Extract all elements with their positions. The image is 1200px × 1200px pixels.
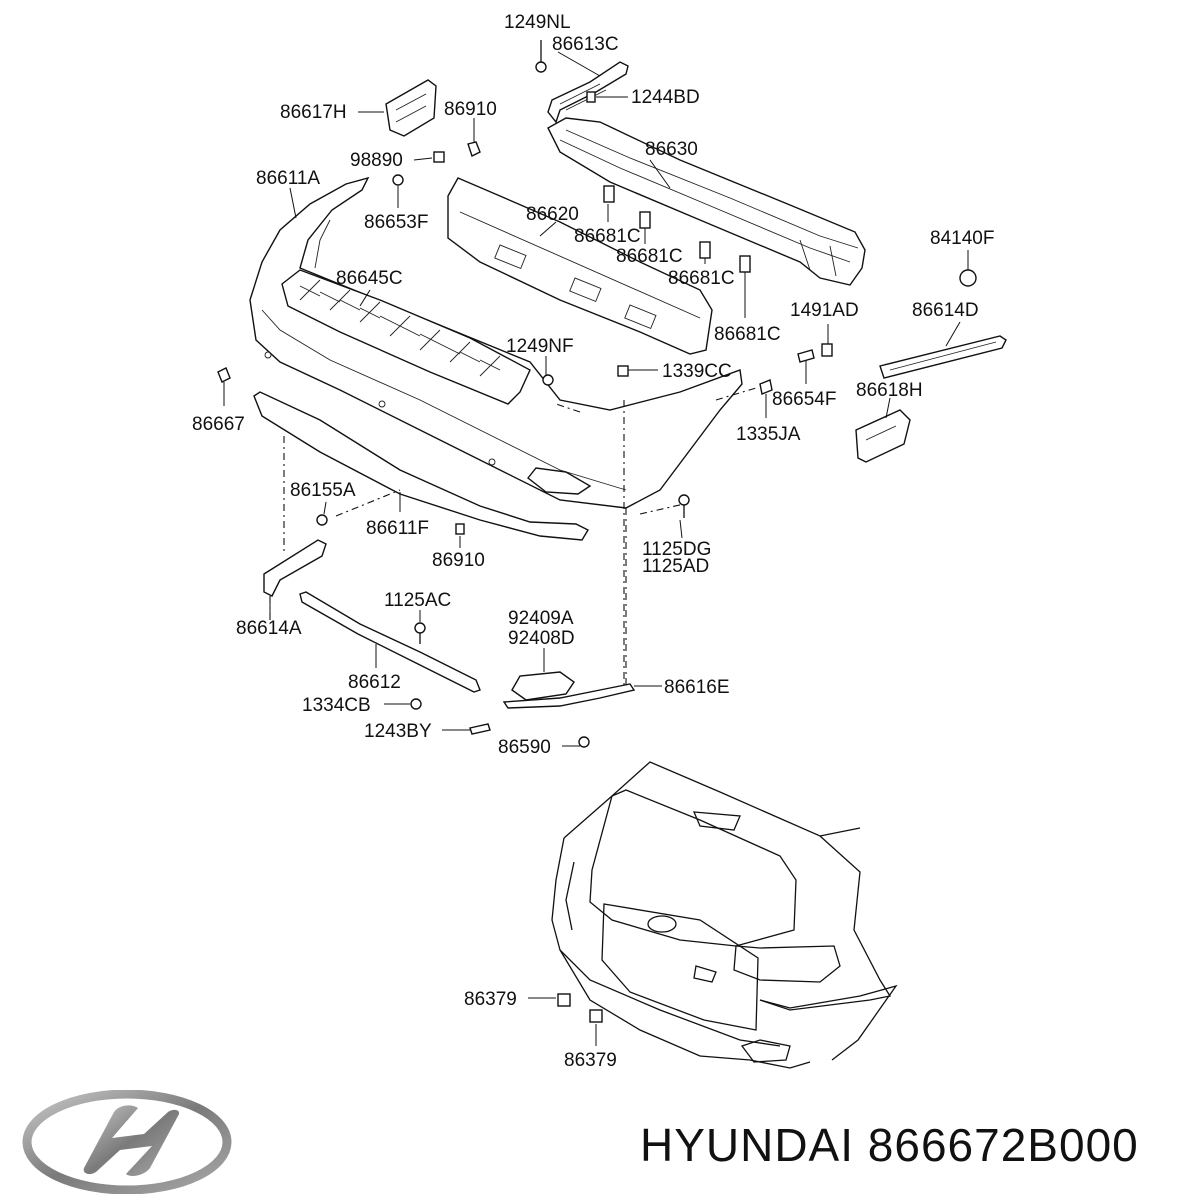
- label-84140f: 84140F: [930, 228, 994, 249]
- grille-86645c: [281, 269, 531, 405]
- part-number-caption: HYUNDAI 866672B000: [640, 1119, 1139, 1171]
- label-86379-left: 86379: [464, 989, 517, 1010]
- bracket-86616e: [502, 683, 636, 709]
- label-1334cb: 1334CB: [302, 695, 371, 716]
- label-86379-right: 86379: [564, 1050, 617, 1071]
- clip-86379-right: [589, 1009, 603, 1023]
- clip-98890: [433, 151, 445, 163]
- label-86614a: 86614A: [236, 618, 302, 639]
- label-1249nl: 1249NL: [504, 12, 571, 33]
- label-86910-top: 86910: [444, 99, 497, 120]
- clip-86910-lower: [455, 523, 465, 535]
- part-labels: 1249NL 86613C 1244BD 86617H 86910 98890 …: [192, 12, 994, 1071]
- label-1249nf: 1249NF: [506, 336, 574, 357]
- label-86618h: 86618H: [856, 380, 923, 401]
- bracket-86654f: [797, 349, 815, 363]
- label-1491ad: 1491AD: [790, 300, 859, 321]
- label-92408d: 92408D: [508, 628, 575, 649]
- label-98890: 98890: [350, 150, 403, 171]
- label-1125ac: 1125AC: [384, 590, 451, 611]
- label-1243by: 1243BY: [364, 721, 432, 742]
- bolt-1244bd: [586, 91, 628, 103]
- absorber-86620: [447, 177, 713, 355]
- bracket-86618h: [855, 409, 911, 463]
- label-86910-bottom: 86910: [432, 550, 485, 571]
- cap-84140f: [959, 269, 977, 287]
- clip-1491ad: [821, 343, 833, 357]
- nut-1339cc: [617, 365, 629, 377]
- clip-86379-left: [557, 993, 571, 1007]
- label-86590: 86590: [498, 737, 551, 758]
- bracket-86617h: [385, 79, 437, 137]
- clip-86681c-set: [603, 185, 751, 273]
- skirt-86611f: [253, 391, 589, 541]
- label-1125ad: 1125AD: [642, 556, 709, 577]
- strip-86612: [299, 591, 481, 693]
- label-86614d: 86614D: [912, 300, 979, 321]
- vehicle-rear-view: [551, 761, 898, 1069]
- label-86654f: 86654F: [772, 389, 836, 410]
- label-86612: 86612: [348, 672, 401, 693]
- label-1335ja: 1335JA: [736, 424, 801, 445]
- bolt-1249nl: [535, 40, 547, 73]
- bumper-cover-86611a: [249, 176, 743, 509]
- label-86630: 86630: [645, 139, 698, 160]
- reflector-86614d: [879, 335, 1007, 379]
- label-86681c-3: 86681C: [668, 268, 735, 289]
- label-86645c: 86645C: [336, 268, 403, 289]
- bolt-1125ac: [414, 622, 426, 644]
- beam-86630: [547, 117, 866, 286]
- label-86681c-2: 86681C: [616, 246, 683, 267]
- label-86653f: 86653F: [364, 212, 428, 233]
- label-1244bd: 1244BD: [631, 87, 700, 108]
- screw-86155a: [316, 514, 328, 526]
- label-86155a: 86155A: [290, 480, 356, 501]
- label-86613c: 86613C: [552, 34, 619, 55]
- label-1125dg: 1125DG: [642, 539, 711, 560]
- nut-1334cb: [410, 698, 422, 710]
- label-92409a: 92409A: [508, 608, 574, 629]
- hyundai-logo-icon: [22, 1090, 232, 1194]
- clip-86910: [467, 141, 481, 157]
- bolt-1125dg: [678, 494, 690, 518]
- label-86620: 86620: [526, 204, 579, 225]
- label-86681c-4: 86681C: [714, 324, 781, 345]
- label-86611a: 86611A: [256, 168, 320, 189]
- bolt-1249nf: [542, 374, 554, 386]
- bracket-86614a: [263, 539, 327, 597]
- reflector-92409a: [511, 671, 575, 701]
- label-86616e: 86616E: [664, 677, 730, 698]
- screw-1243by: [469, 723, 491, 735]
- clip-1335ja: [759, 379, 773, 395]
- clip-86653f: [392, 174, 404, 186]
- label-86611f: 86611F: [366, 518, 429, 539]
- leader-lines: [223, 40, 969, 1046]
- label-86681c-1: 86681C: [574, 226, 641, 247]
- clip-86667: [217, 367, 231, 383]
- clip-86590: [578, 736, 590, 748]
- assembly-lines: [269, 387, 757, 686]
- label-1339cc: 1339CC: [662, 361, 732, 382]
- label-86617h: 86617H: [280, 102, 347, 123]
- label-86667: 86667: [192, 414, 245, 435]
